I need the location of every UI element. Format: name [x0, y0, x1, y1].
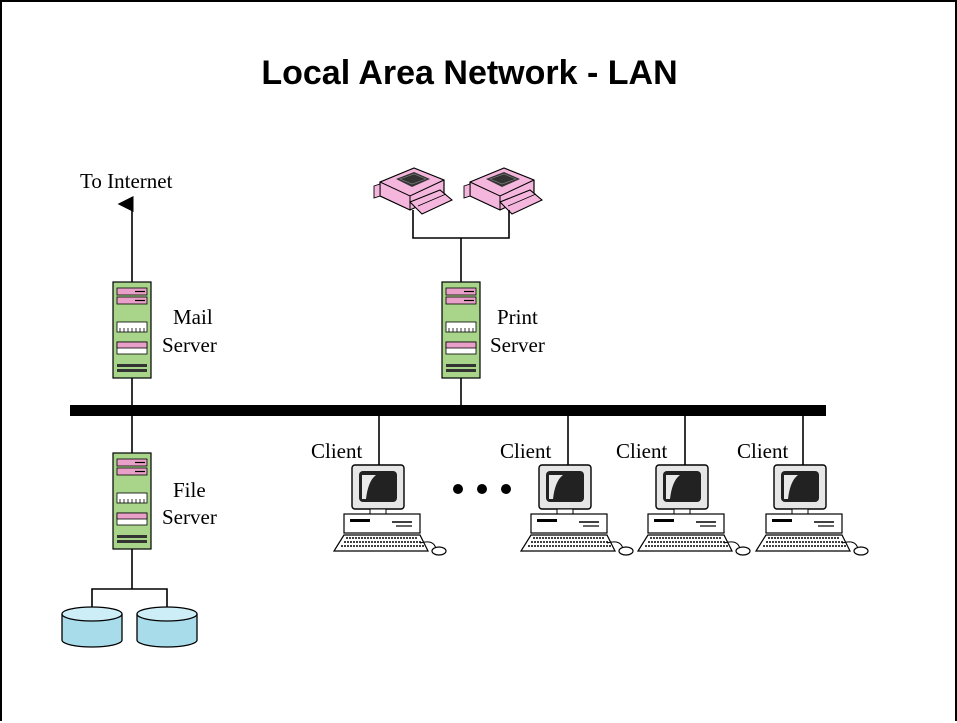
internet-label: To Internet: [80, 169, 173, 193]
disk-icon: [61, 606, 123, 648]
print-server-icon: [441, 281, 481, 379]
ellipsis-icon: [453, 484, 511, 494]
print-server-label-2: Server: [490, 333, 545, 357]
desktop-computer-icon: [637, 464, 751, 556]
file-server-label-1: File: [173, 478, 206, 502]
client-label: Client: [311, 439, 362, 463]
file-server-icon: [112, 452, 152, 550]
desktop-computer-icon: [520, 464, 634, 556]
file-server-label-2: Server: [162, 505, 217, 529]
desktop-computer-icon: [333, 464, 447, 556]
print-server-label-1: Print: [497, 305, 538, 329]
page-title: Local Area Network - LAN: [261, 54, 678, 92]
lan-bus: [70, 405, 826, 416]
disk-icon: [136, 606, 198, 648]
client-label: Client: [737, 439, 788, 463]
client-label: Client: [616, 439, 667, 463]
mail-server-icon: [112, 281, 152, 379]
client-label: Client: [500, 439, 551, 463]
mail-server-label-2: Server: [162, 333, 217, 357]
mail-server-label-1: Mail: [173, 305, 213, 329]
printer-icon: [373, 167, 453, 215]
desktop-computer-icon: [755, 464, 869, 556]
printer-icon: [463, 167, 543, 215]
